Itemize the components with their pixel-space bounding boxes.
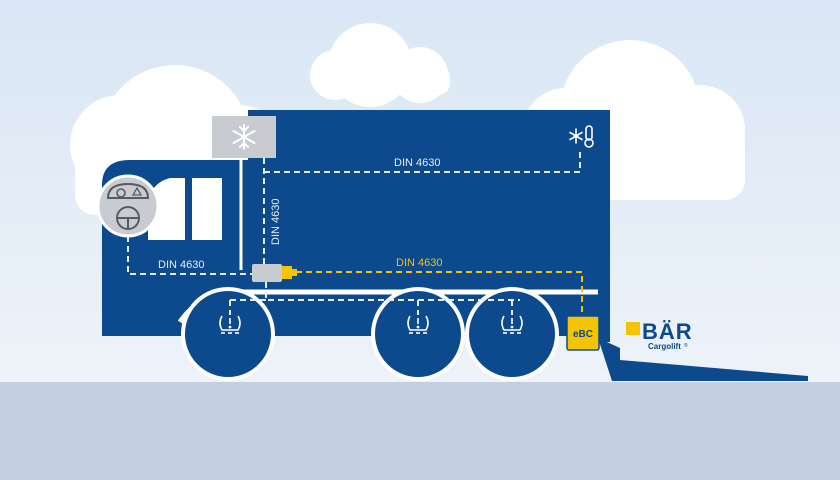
cab-window-front xyxy=(148,178,185,240)
brand-logo: BÄR Cargolift ® xyxy=(626,319,693,351)
cloud-top xyxy=(310,23,450,107)
ground xyxy=(0,382,840,480)
brand-registered: ® xyxy=(684,342,688,349)
tire-pressure-warning-icon xyxy=(501,315,523,334)
cab-window-side xyxy=(192,178,222,240)
snowflake-icon xyxy=(232,124,256,150)
brand-sub: Cargolift xyxy=(648,342,681,351)
wheel-rear-2 xyxy=(465,287,559,381)
ebc-control-box: eBC xyxy=(566,315,600,351)
data-line-yellow xyxy=(296,271,583,316)
din-label-cab: DIN 4630 xyxy=(158,259,204,271)
tire-pressure-warning-icon xyxy=(407,315,429,334)
din-label-top: DIN 4630 xyxy=(394,157,440,169)
brand-name: BÄR xyxy=(642,319,693,344)
din-label-yellow: DIN 4630 xyxy=(396,257,442,269)
cargo-box xyxy=(248,110,610,286)
data-lines-white xyxy=(127,148,581,315)
ebc-label: eBC xyxy=(573,329,593,340)
din-label-vertical: DIN 4630 xyxy=(270,199,282,245)
wheel-rear-1 xyxy=(371,287,465,381)
cooling-unit xyxy=(212,116,276,158)
dashboard-steering-wheel-icon xyxy=(96,174,160,238)
wheel-front xyxy=(181,287,275,381)
tail-lift-platform xyxy=(598,338,808,381)
plug-connector-icon xyxy=(252,264,297,282)
snowflake-thermometer-icon xyxy=(569,125,594,148)
tire-pressure-warning-icon xyxy=(219,315,241,334)
